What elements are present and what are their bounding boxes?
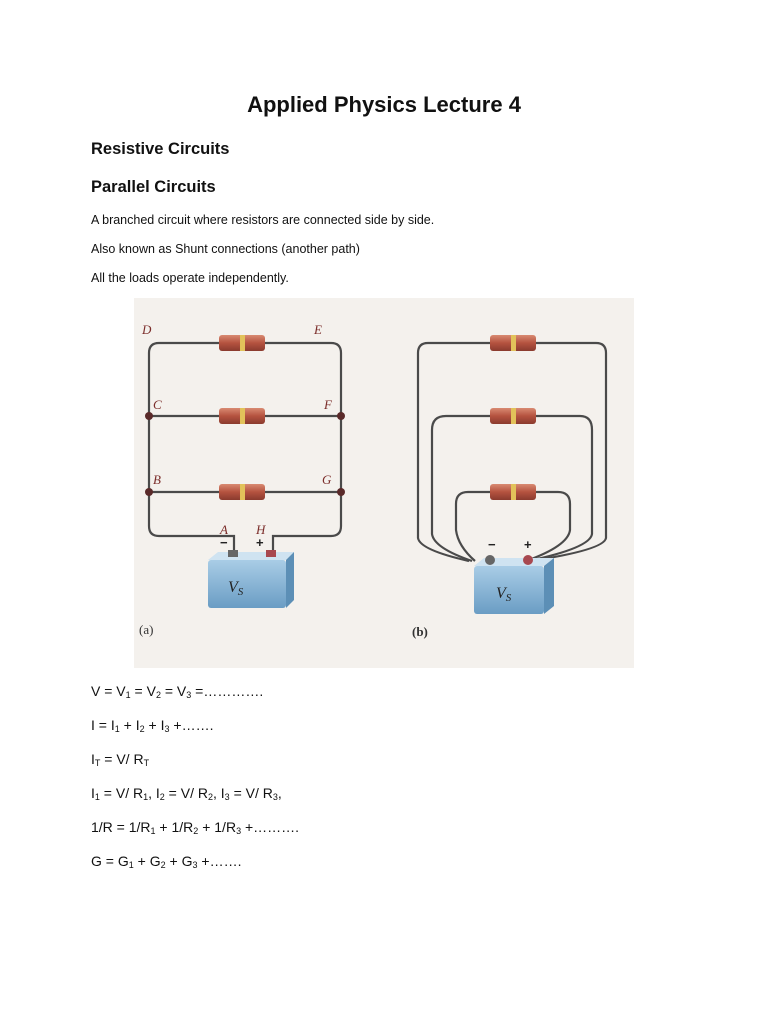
wire-to-terminal-a [219, 534, 236, 554]
battery-body-b [474, 566, 544, 614]
node-label-e: E [313, 322, 322, 337]
equation-total-current: IT = V/ RT [91, 751, 150, 768]
minus-sign-a: − [220, 535, 228, 550]
battery-top-a [208, 552, 294, 560]
negative-terminal-a [228, 550, 238, 557]
equation-conductance: G = G1 + G2 + G3 +……. [91, 853, 242, 870]
node-label-d: D [141, 322, 152, 337]
equation-voltage: V = V1 = V2 = V3 =…………. [91, 683, 264, 700]
node-label-b: B [153, 472, 161, 487]
junction-b [145, 488, 153, 496]
equation-current: I = I1 + I2 + I3 +……. [91, 717, 214, 734]
battery-a [208, 550, 294, 608]
resistor-band-icon [240, 335, 245, 351]
node-label-a: A [219, 522, 228, 537]
junctions-a [145, 412, 345, 496]
resistors-b [490, 335, 536, 500]
junction-f [337, 412, 345, 420]
parallel-circuit-figure: D E C F B G A H − + VS (a) [134, 298, 634, 668]
battery-v-b: V [496, 585, 508, 602]
node-label-f: F [323, 397, 333, 412]
battery-sub-a: S [238, 586, 244, 598]
resistor-band-icon [511, 408, 516, 424]
battery-v-a: V [228, 579, 240, 596]
equation-branch-currents: I1 = V/ R1, I2 = V/ R2, I3 = V/ R3, [91, 785, 282, 802]
junction-c [145, 412, 153, 420]
wire-inner-loop-b [454, 490, 572, 563]
node-label-c: C [153, 397, 162, 412]
battery-sub-b: S [506, 592, 512, 604]
positive-terminal-b [523, 555, 533, 565]
negative-terminal-b [485, 555, 495, 565]
circuit-b [416, 341, 608, 563]
minus-sign-b: − [488, 537, 496, 552]
circuit-a [147, 341, 343, 554]
caption-b: (b) [412, 624, 428, 639]
battery-side-b [544, 558, 554, 614]
resistor-band-icon [240, 484, 245, 500]
battery-side-a [286, 552, 294, 608]
section-heading: Resistive Circuits [91, 140, 230, 158]
page-title: Applied Physics Lecture 4 [247, 92, 521, 117]
wire-middle-loop-b [430, 414, 594, 563]
battery-body-a [208, 560, 286, 608]
circuit-diagram: D E C F B G A H − + VS (a) [139, 322, 608, 639]
battery-label-b: VS [496, 585, 512, 604]
wire-left-a [147, 353, 219, 538]
plus-sign-a: + [256, 535, 264, 550]
junction-g [337, 488, 345, 496]
resistors-a [219, 335, 265, 500]
resistor-band-icon [511, 335, 516, 351]
wire-top-branch-a [147, 341, 343, 416]
caption-a: (a) [139, 622, 153, 637]
paragraph-definition: A branched circuit where resistors are c… [91, 213, 435, 227]
wire-outer-loop-b [416, 341, 608, 563]
battery-b [474, 555, 554, 614]
subsection-heading: Parallel Circuits [91, 178, 216, 196]
resistor-band-icon [240, 408, 245, 424]
positive-terminal-a [266, 550, 276, 557]
battery-label-a: VS [228, 579, 244, 598]
wire-right-a [271, 416, 343, 554]
node-label-g: G [322, 472, 332, 487]
paragraph-shunt: Also known as Shunt connections (another… [91, 242, 360, 256]
equation-resistance: 1/R = 1/R1 + 1/R2 + 1/R3 +………. [91, 819, 300, 836]
plus-sign-b: + [524, 537, 532, 552]
node-label-h: H [255, 522, 266, 537]
paragraph-independent: All the loads operate independently. [91, 271, 289, 285]
resistor-band-icon [511, 484, 516, 500]
